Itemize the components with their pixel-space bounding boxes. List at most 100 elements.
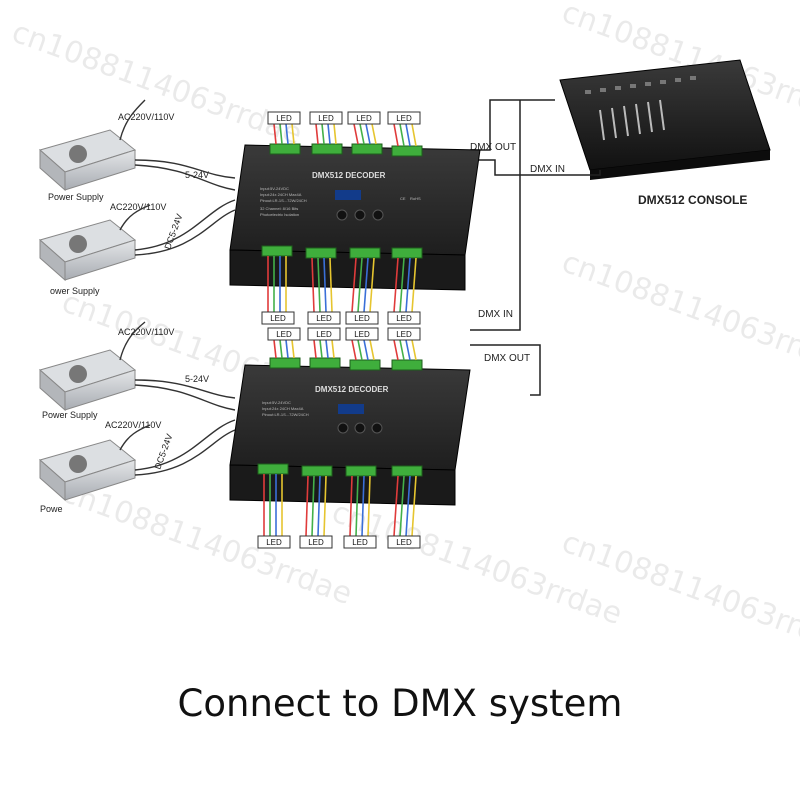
power-supply-label: Powe	[40, 504, 63, 514]
dmx-out-label: DMX OUT	[470, 142, 516, 153]
led-wire	[273, 339, 277, 359]
led-label: LED	[316, 314, 332, 323]
terminal-block	[269, 357, 301, 369]
led-label: LED	[396, 314, 412, 323]
led-box	[387, 311, 421, 325]
led-box	[387, 327, 421, 341]
decoder-title: DMX512 DECODER	[312, 171, 386, 180]
led-wire	[331, 339, 335, 359]
power-supply-label: ower Supply	[50, 286, 100, 296]
ce-mark: CE	[400, 196, 406, 201]
terminal-block	[309, 357, 341, 369]
terminal-block	[257, 463, 289, 475]
led-wire	[367, 475, 371, 537]
led-wire	[411, 475, 417, 537]
led-wire	[357, 257, 363, 313]
led-box	[267, 111, 301, 125]
led-wire	[369, 339, 375, 361]
led-box	[267, 327, 301, 341]
power-supply-label: Power Supply	[42, 410, 98, 420]
power-supplies	[38, 129, 137, 502]
led-label: LED	[318, 114, 334, 123]
led-wire	[361, 475, 365, 537]
led-label: LED	[354, 330, 370, 339]
led-wire	[323, 257, 327, 313]
dmx-out-label-2: DMX OUT	[484, 353, 530, 364]
led-wire	[311, 475, 315, 537]
led-wire	[399, 257, 405, 313]
led-wire	[279, 123, 283, 145]
led-wire	[317, 475, 321, 537]
terminal-block	[305, 247, 337, 259]
led-label: LED	[396, 538, 412, 547]
ac-label: AC220V/110V	[118, 112, 174, 122]
led-wire	[405, 257, 411, 313]
led-wire	[291, 339, 295, 359]
led-wire	[327, 123, 331, 145]
led-wire	[393, 257, 399, 313]
led-wire	[405, 339, 411, 361]
led-box	[257, 535, 291, 549]
spec-text: Input:24x 24CH Max4A	[262, 406, 304, 411]
console-label: DMX512 CONSOLE	[638, 193, 747, 207]
led-wire	[353, 123, 359, 145]
led-box	[387, 535, 421, 549]
led-wire	[349, 475, 353, 537]
watermark: cn1088114063rrdae	[7, 15, 306, 153]
led-wire	[273, 123, 277, 145]
led-label: LED	[396, 114, 412, 123]
spec-text: Photoelectric Isolation	[260, 212, 299, 217]
terminal-block	[391, 359, 423, 371]
led-wire	[313, 339, 317, 359]
led-label: LED	[270, 314, 286, 323]
led-wire	[393, 123, 399, 147]
led-wire	[285, 339, 289, 359]
led-wire	[319, 339, 323, 359]
led-box	[299, 535, 333, 549]
led-wire	[411, 339, 417, 361]
watermark: cn1088114063rrdae	[557, 245, 800, 383]
rohs-mark: RoHS	[410, 196, 421, 201]
led-wire	[317, 257, 321, 313]
led-wire	[393, 475, 399, 537]
led-label: LED	[356, 114, 372, 123]
led-wire	[399, 339, 405, 361]
led-wire	[323, 475, 327, 537]
power-supply-unit	[38, 129, 137, 192]
dmx512-console: DMX512 CONSOLE	[559, 59, 771, 207]
terminal-block	[345, 465, 377, 477]
led-wire	[405, 475, 411, 537]
power-wires	[119, 99, 236, 476]
dc-label: DC5-24V	[152, 432, 174, 470]
led-wire	[291, 123, 295, 145]
led-wire	[315, 123, 319, 145]
led-label: LED	[316, 330, 332, 339]
ac-label: AC220V/110V	[105, 420, 161, 430]
led-wire	[333, 123, 337, 145]
led-label: LED	[276, 114, 292, 123]
dmx-in-label-2: DMX IN	[478, 309, 513, 320]
led-wire	[305, 475, 309, 537]
led-wire	[285, 123, 289, 145]
led-box	[309, 111, 343, 125]
dmx-decoder-top: DMX512 DECODER Input:5V-24VDC Input:24x …	[229, 144, 481, 291]
led-box	[307, 327, 341, 341]
led-wire	[329, 257, 333, 313]
power-supply-label: Power Supply	[48, 192, 104, 202]
led-wire	[325, 339, 329, 359]
spec-text: Pinout:LR-1S...72W/24CH	[260, 198, 307, 203]
led-box	[261, 311, 295, 325]
terminal-block	[261, 245, 293, 257]
led-wire	[279, 339, 283, 359]
led-wires	[263, 123, 417, 537]
led-box	[387, 111, 421, 125]
decoder-title: DMX512 DECODER	[315, 385, 389, 394]
led-box	[343, 535, 377, 549]
led-wire	[351, 339, 357, 361]
led-label: LED	[276, 330, 292, 339]
power-supply-unit	[38, 349, 137, 412]
dc-label: 5-24V	[185, 170, 209, 180]
led-wire	[355, 475, 359, 537]
terminal-block	[349, 359, 381, 371]
